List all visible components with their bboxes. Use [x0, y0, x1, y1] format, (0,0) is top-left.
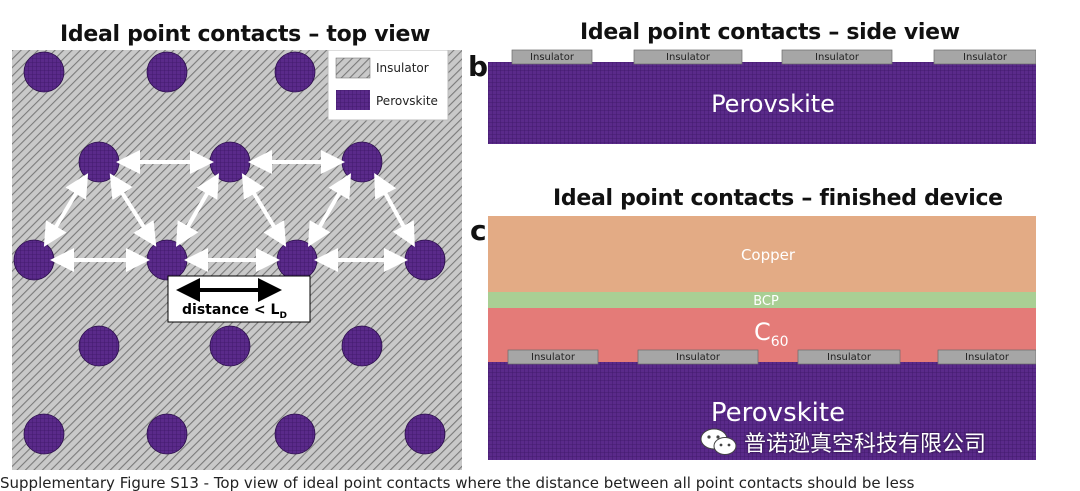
insulator-labels: Insulator Insulator Insulator Insulator: [531, 352, 1010, 363]
perovskite-dot: [274, 51, 316, 93]
perovskite-dots: [13, 51, 446, 455]
perovskite-dot: [404, 239, 446, 281]
perovskite-layer: [488, 62, 1036, 144]
perovskite-dot: [341, 141, 383, 183]
insulator-label: Insulator: [827, 352, 872, 363]
panel-a-top-view: Insulator Perovskite distance < LD: [12, 50, 462, 470]
watermark: 普诺逊真空科技有限公司: [700, 424, 986, 460]
insulator-pad: [797, 349, 901, 365]
panel-a-title: Ideal point contacts – top view: [60, 22, 431, 47]
insulator-pad: [781, 49, 893, 65]
insulator-pads: [507, 349, 1036, 365]
perovskite-dot: [23, 51, 65, 93]
insulator-pad: [633, 49, 743, 65]
insulator-pad: [511, 49, 593, 65]
perovskite-dot: [276, 239, 318, 281]
insulator-pad: [637, 349, 759, 365]
perovskite-dot: [146, 239, 188, 281]
copper-layer: [488, 216, 1036, 292]
legend-insulator-swatch: [335, 57, 371, 79]
bcp-label: BCP: [753, 294, 779, 309]
insulator-label: Insulator: [815, 52, 860, 63]
distance-arrows: [43, 150, 415, 272]
insulator-pad: [933, 49, 1036, 65]
perovskite-dot: [404, 413, 446, 455]
distance-label: distance < LD: [182, 302, 287, 321]
legend: Insulator Perovskite: [327, 50, 449, 121]
bcp-layer: [488, 292, 1036, 308]
perovskite-dot: [209, 325, 251, 367]
arrow: [374, 172, 415, 248]
perovskite-dot: [146, 413, 188, 455]
arrow: [307, 173, 352, 247]
insulator-label: Insulator: [531, 352, 576, 363]
insulator-label: Insulator: [965, 352, 1010, 363]
watermark-text: 普诺逊真空科技有限公司: [744, 432, 987, 457]
perovskite-dot: [78, 325, 120, 367]
copper-label: Copper: [741, 246, 796, 264]
perovskite-label: Perovskite: [711, 398, 845, 428]
legend-perovskite-label: Perovskite: [376, 94, 438, 108]
insulator-label: Insulator: [963, 52, 1008, 63]
legend-insulator-label: Insulator: [376, 61, 429, 75]
perovskite-dot: [209, 141, 251, 183]
panel-b-side-view: Insulator Insulator Insulator Insulator …: [488, 49, 1036, 144]
perovskite-dot: [13, 239, 55, 281]
perovskite-layer: [488, 362, 1036, 460]
perovskite-dot: [23, 413, 65, 455]
insulator-label: Insulator: [666, 52, 711, 63]
arrow: [175, 173, 220, 247]
perovskite-dot: [78, 141, 120, 183]
arrow: [43, 173, 89, 247]
legend-perovskite-swatch: [336, 90, 370, 110]
insulator-label: Insulator: [676, 352, 721, 363]
insulator-labels: Insulator Insulator Insulator Insulator: [530, 52, 1008, 63]
panel-c-finished-device: Insulator Insulator Insulator Insulator …: [488, 216, 1036, 460]
perovskite-dot: [341, 325, 383, 367]
arrow: [241, 173, 287, 247]
insulator-pads: [511, 49, 1036, 65]
insulator-pad: [937, 349, 1036, 365]
insulator-pad: [507, 349, 599, 365]
panel-c-title: Ideal point contacts – finished device: [553, 186, 1003, 211]
arrow: [109, 173, 157, 247]
wechat-icon: [700, 428, 737, 455]
panel-c-letter: c: [470, 214, 487, 247]
perovskite-dot: [274, 413, 316, 455]
perovskite-label: Perovskite: [711, 90, 835, 118]
panel-b-title: Ideal point contacts – side view: [580, 20, 960, 45]
c60-label: C60: [754, 318, 789, 350]
insulator-label: Insulator: [530, 52, 575, 63]
figure-caption: Supplementary Figure S13 - Top view of i…: [0, 474, 915, 491]
panel-b-letter: b: [468, 50, 489, 83]
perovskite-dot: [146, 51, 188, 93]
distance-label-box: distance < LD: [167, 275, 311, 323]
